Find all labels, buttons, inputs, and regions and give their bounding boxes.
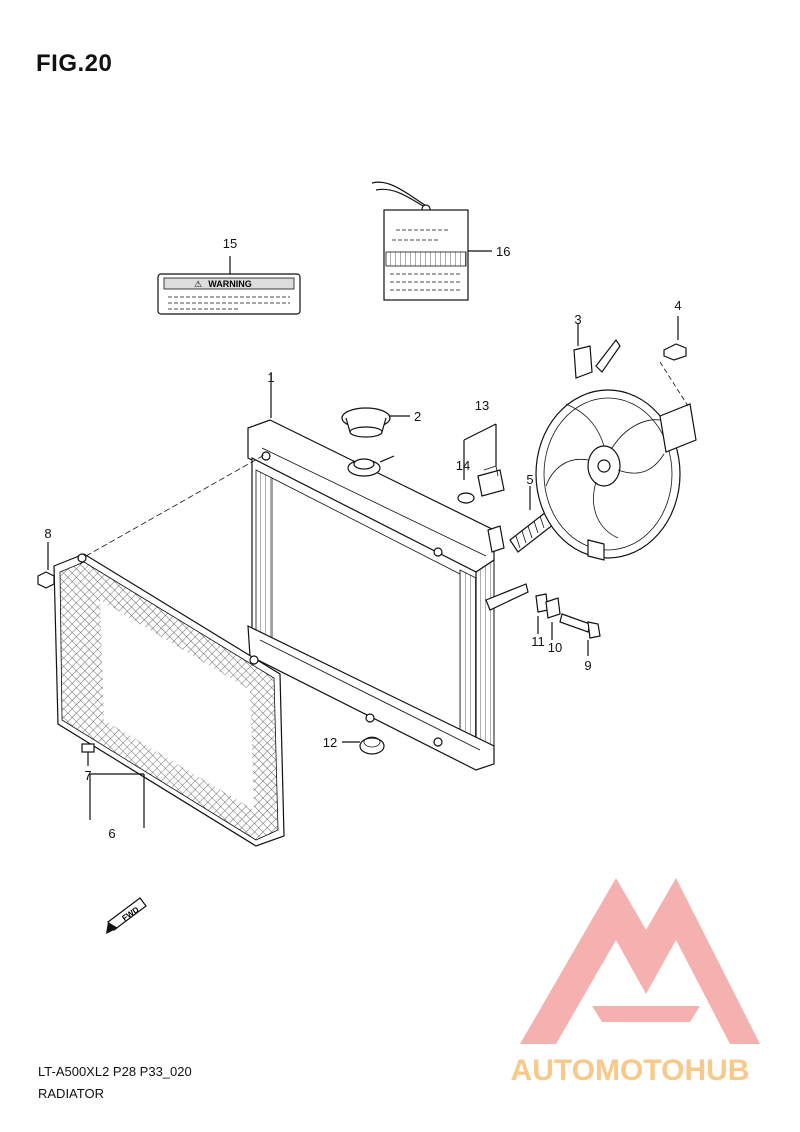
radiator-cap-part: 2 (341, 407, 421, 438)
automotohub-logo: AUTOMOTOHUB (511, 878, 760, 1087)
tag-label-part: 16 (371, 181, 510, 301)
figure-title: FIG.20 (36, 50, 113, 77)
callout-7: 7 (84, 768, 91, 783)
callout-16: 16 (496, 244, 510, 259)
warning-label-part: WARNING ⚠ 15 (157, 236, 301, 315)
fan-bolt-part: 4 (659, 298, 689, 407)
callout-13: 13 (475, 398, 489, 413)
callout-8: 8 (44, 526, 51, 541)
callout-15: 15 (223, 236, 237, 251)
callout-10: 10 (548, 640, 562, 655)
callout-3: 3 (574, 312, 581, 327)
callout-4: 4 (674, 298, 681, 313)
screen-screw-part: 8 (37, 526, 55, 589)
thermo-switch-part: 13 14 (456, 398, 505, 504)
callout-5: 5 (526, 472, 533, 487)
callout-12: 12 (323, 735, 337, 750)
callout-2: 2 (414, 409, 421, 424)
warning-label-text: WARNING (208, 279, 252, 289)
screen-clip-part: 7 (81, 743, 95, 783)
watermark-brand: AUTOMOTOHUB (511, 1054, 750, 1087)
warning-triangle-icon: ⚠ (194, 280, 202, 290)
section-name: RADIATOR (38, 1086, 104, 1101)
callout-9: 9 (584, 658, 591, 673)
radiator-screen-part: 6 (53, 453, 285, 847)
mount-hardware-parts: 11 10 9 (531, 593, 601, 673)
callout-6: 6 (108, 826, 115, 841)
grommet-part: 12 (323, 735, 385, 755)
callout-14: 14 (456, 458, 470, 473)
forward-arrow-icon: FWD (106, 897, 147, 934)
radiator-part: 1 (247, 370, 529, 771)
cooling-fan-part: 3 (535, 312, 697, 561)
model-code: LT-A500XL2 P28 P33_020 (38, 1064, 192, 1079)
callout-1: 1 (267, 370, 274, 385)
callout-11: 11 (531, 634, 545, 649)
